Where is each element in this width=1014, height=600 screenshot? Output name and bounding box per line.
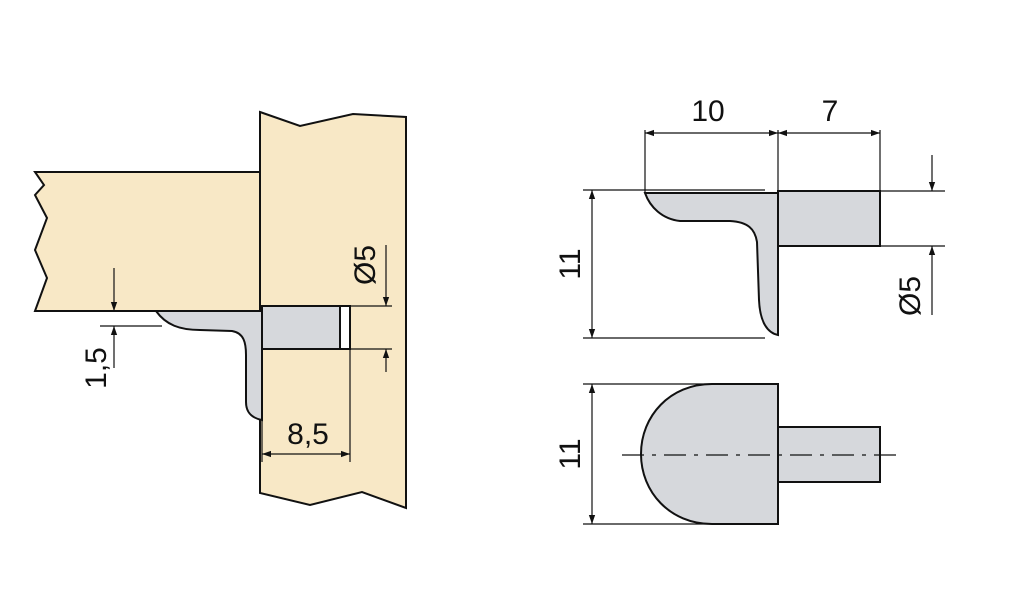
shelf-support-bracket xyxy=(154,310,263,422)
dim-body-width: 10 xyxy=(645,95,778,137)
dim-top-height-label: 11 xyxy=(554,438,587,469)
right-side-view: 10 7 11 Ø5 xyxy=(554,95,945,339)
shelf-board xyxy=(33,171,261,312)
dim-hole-diameter: Ø5 xyxy=(349,245,392,372)
left-assembly-view: Ø5 8,5 1,5 xyxy=(33,110,407,510)
dim-top-height: 11 xyxy=(554,384,596,524)
support-body-top xyxy=(639,383,779,525)
dim-side-height-label: 11 xyxy=(554,248,587,279)
dim-pin-depth: 8,5 xyxy=(261,349,351,462)
dim-side-height: 11 xyxy=(554,190,596,338)
dim-offset: 1,5 xyxy=(80,268,162,389)
dim-pin-length-label: 7 xyxy=(822,95,839,128)
dim-body-width-label: 10 xyxy=(691,95,724,128)
right-top-view: 11 xyxy=(554,383,898,525)
dim-pin-depth-label: 8,5 xyxy=(287,418,329,451)
dim-offset-label: 1,5 xyxy=(80,347,113,389)
support-pin-side xyxy=(777,190,881,247)
dim-pin-diameter-label: Ø5 xyxy=(894,276,927,316)
dim-hole-diameter-label: Ø5 xyxy=(349,245,382,285)
pin-hole-gap xyxy=(339,305,351,350)
dim-pin-length: 7 xyxy=(778,95,880,137)
dim-pin-diameter: Ø5 xyxy=(894,155,936,316)
support-pin xyxy=(261,305,341,350)
support-body-side xyxy=(643,192,779,337)
